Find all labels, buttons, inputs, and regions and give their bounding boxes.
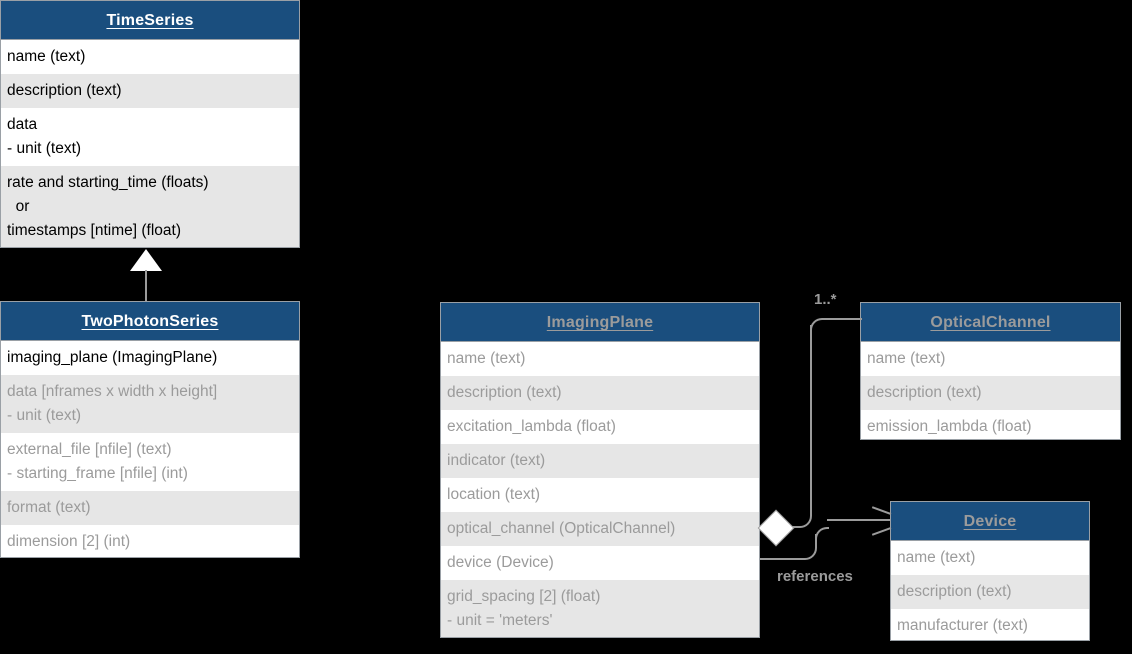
composition-connector-segment — [822, 318, 862, 320]
class-title-device: Device — [891, 502, 1089, 542]
attribute-row: description (text) — [1, 74, 299, 109]
attribute-row: data - unit (text) — [1, 108, 299, 167]
inheritance-triangle-icon — [130, 249, 162, 271]
attribute-row: external_file [nfile] (text) - starting_… — [1, 433, 299, 492]
edge-label-references: references — [777, 568, 853, 585]
composition-connector-segment — [790, 526, 800, 528]
attribute-row: name (text) — [441, 342, 759, 377]
composition-diamond-icon — [757, 509, 795, 547]
attribute-row: rate and starting_time (floats) or times… — [1, 166, 299, 247]
edge-label-multiplicity: 1..* — [814, 291, 837, 308]
attribute-row: dimension [2] (int) — [1, 525, 299, 557]
attribute-row: name (text) — [891, 541, 1089, 576]
attribute-row: optical_channel (OpticalChannel) — [441, 512, 759, 547]
attribute-row: name (text) — [861, 342, 1120, 377]
reference-connector-corner — [815, 527, 829, 541]
reference-connector-segment — [760, 558, 805, 560]
composition-connector-segment — [810, 325, 812, 515]
attribute-row: description (text) — [861, 376, 1120, 411]
composition-connector-corner — [798, 514, 812, 528]
class-title-imagingplane: ImagingPlane — [441, 303, 759, 343]
class-title-opticalchannel: OpticalChannel — [861, 303, 1120, 343]
class-title-twophotonseries: TwoPhotonSeries — [1, 302, 299, 342]
composition-connector-corner — [810, 318, 824, 332]
class-box-opticalchannel[interactable]: OpticalChannel name (text) description (… — [860, 302, 1121, 440]
attribute-row: device (Device) — [441, 546, 759, 581]
attribute-row: imaging_plane (ImagingPlane) — [1, 341, 299, 376]
attribute-row: data [nframes x width x height] - unit (… — [1, 375, 299, 434]
class-box-imagingplane[interactable]: ImagingPlane name (text) description (te… — [440, 302, 760, 638]
attribute-row: name (text) — [1, 40, 299, 75]
inheritance-connector-line — [145, 270, 147, 302]
reference-connector-segment — [827, 519, 890, 521]
class-box-twophotonseries[interactable]: TwoPhotonSeries imaging_plane (ImagingPl… — [0, 301, 300, 558]
attribute-row: format (text) — [1, 491, 299, 526]
attribute-row: location (text) — [441, 478, 759, 513]
reference-connector-corner — [803, 546, 817, 560]
attribute-row: description (text) — [891, 575, 1089, 610]
class-box-timeseries[interactable]: TimeSeries name (text) description (text… — [0, 0, 300, 248]
attribute-row: description (text) — [441, 376, 759, 411]
attribute-row: indicator (text) — [441, 444, 759, 479]
attribute-row: excitation_lambda (float) — [441, 410, 759, 445]
reference-connector-segment — [815, 534, 817, 548]
attribute-row: grid_spacing [2] (float) - unit = 'meter… — [441, 580, 759, 637]
attribute-row: manufacturer (text) — [891, 609, 1089, 640]
attribute-row: emission_lambda (float) — [861, 410, 1120, 439]
class-title-timeseries: TimeSeries — [1, 1, 299, 41]
class-box-device[interactable]: Device name (text) description (text) ma… — [890, 501, 1090, 641]
